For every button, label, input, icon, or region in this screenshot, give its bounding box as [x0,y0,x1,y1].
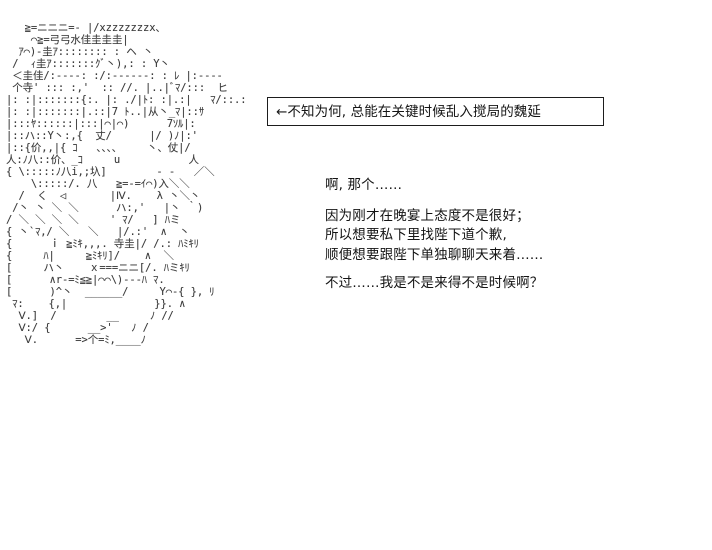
narration-label: ←不知为何, 总能在关键时候乱入搅局的魏延 [276,103,541,120]
dialogue-gap-1 [325,196,685,207]
dialogue-line-2: 因为刚才在晚宴上态度不是很好； [325,207,530,224]
dialogue-line-3: 所以想要私下里找陛下道个歉, [325,227,507,243]
dialogue-line-5: 不过……我是不是来得不是时候啊？ [325,275,544,291]
dialogue-line-1: 啊, 那个…… [325,177,403,193]
dialogue-block: 啊, 那个…… 因为刚才在晚宴上态度不是很好； 所以想要私下里找陛下道个歉, 顺… [325,176,685,294]
narration-box: ←不知为何, 总能在关键时候乱入搅局的魏延 [267,97,604,126]
dialogue-line-4: 顺便想要跟陛下单独聊聊天来着…… [325,246,544,263]
dialogue-gap-2 [325,265,685,274]
ascii-art-figure: ≧=ニニニ=- |/xzzzzzzzx、 ⌒≧=弓弓水佳圭圭圭| ｱ⌒)-圭ｱ:… [6,22,247,346]
